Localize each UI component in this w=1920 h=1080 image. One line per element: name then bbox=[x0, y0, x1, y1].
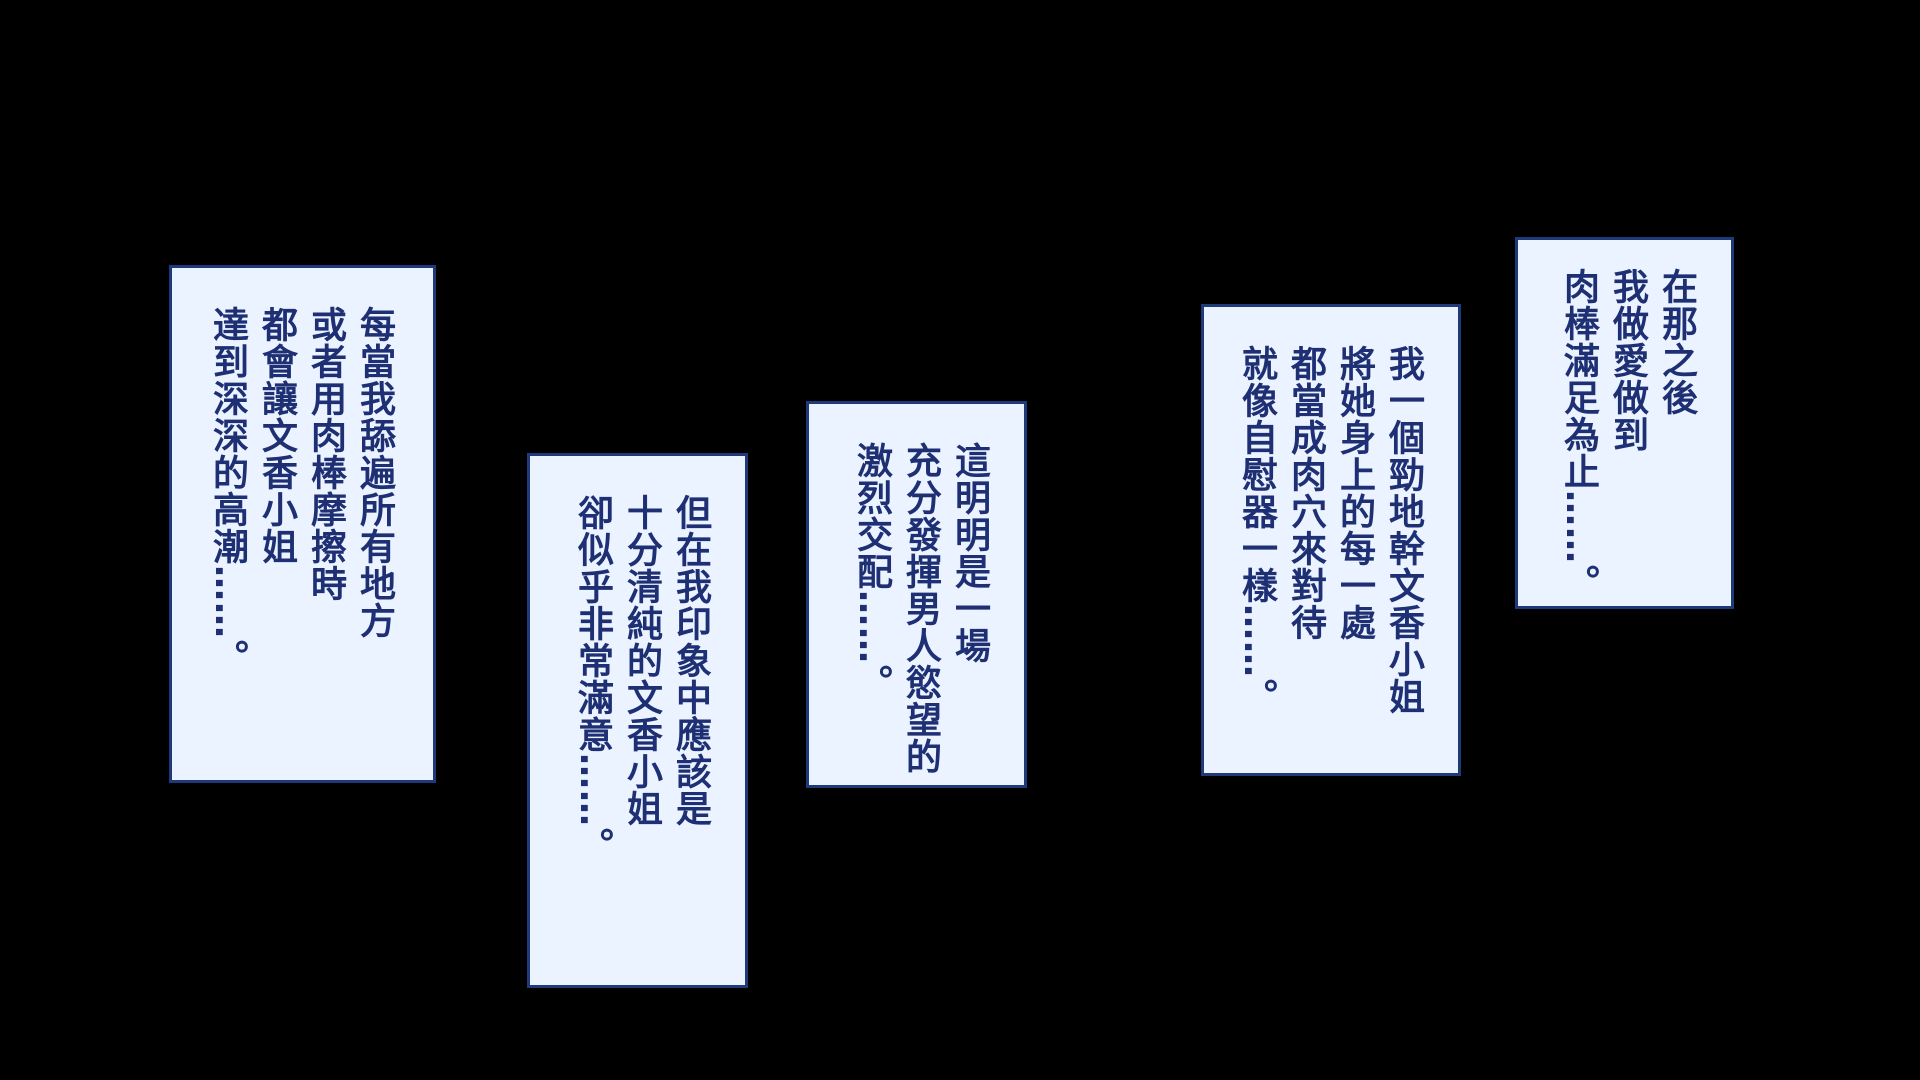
text-line: 就像自慰器一樣……。 bbox=[1236, 345, 1277, 715]
text-line: 都當成肉穴來對待 bbox=[1285, 345, 1326, 641]
text-line: 我一個勁地幹文香小姐 bbox=[1383, 345, 1424, 715]
text-line: 在那之後 bbox=[1656, 268, 1697, 416]
text-line: 但在我印象中應該是 bbox=[670, 494, 711, 827]
text-line: 都會讓文香小姐 bbox=[256, 306, 297, 565]
panel-text: 在那之後 我做愛做到 肉棒滿足為止……。 bbox=[1554, 268, 1701, 601]
panel-text: 每當我舔遍所有地方 或者用肉棒摩擦時 都會讓文香小姐 達到深深的高潮……。 bbox=[203, 306, 399, 676]
text-panel-2: 但在我印象中應該是 十分清純的文香小姐 卻似乎非常滿意……。 bbox=[527, 453, 748, 988]
panel-text: 我一個勁地幹文香小姐 將她身上的每一處 都當成肉穴來對待 就像自慰器一樣……。 bbox=[1232, 345, 1428, 715]
text-line: 卻似乎非常滿意……。 bbox=[572, 494, 613, 864]
text-panel-3: 這明明是一場 充分發揮男人慾望的 激烈交配……。 bbox=[806, 401, 1027, 788]
text-line: 將她身上的每一處 bbox=[1334, 345, 1375, 641]
text-line: 達到深深的高潮……。 bbox=[207, 306, 248, 676]
text-panel-5: 在那之後 我做愛做到 肉棒滿足為止……。 bbox=[1515, 237, 1734, 609]
text-panel-4: 我一個勁地幹文香小姐 將她身上的每一處 都當成肉穴來對待 就像自慰器一樣……。 bbox=[1201, 304, 1461, 776]
text-line: 十分清純的文香小姐 bbox=[621, 494, 662, 827]
text-line: 充分發揮男人慾望的 bbox=[900, 442, 941, 775]
text-line: 我做愛做到 bbox=[1607, 268, 1648, 453]
text-line: 每當我舔遍所有地方 bbox=[354, 306, 395, 639]
text-line: 肉棒滿足為止……。 bbox=[1558, 268, 1599, 601]
text-line: 激烈交配……。 bbox=[851, 442, 892, 701]
text-panel-1: 每當我舔遍所有地方 或者用肉棒摩擦時 都會讓文香小姐 達到深深的高潮……。 bbox=[169, 265, 436, 783]
text-line: 這明明是一場 bbox=[949, 442, 990, 664]
text-line: 或者用肉棒摩擦時 bbox=[305, 306, 346, 602]
panel-text: 但在我印象中應該是 十分清純的文香小姐 卻似乎非常滿意……。 bbox=[568, 494, 715, 864]
panel-text: 這明明是一場 充分發揮男人慾望的 激烈交配……。 bbox=[847, 442, 994, 775]
